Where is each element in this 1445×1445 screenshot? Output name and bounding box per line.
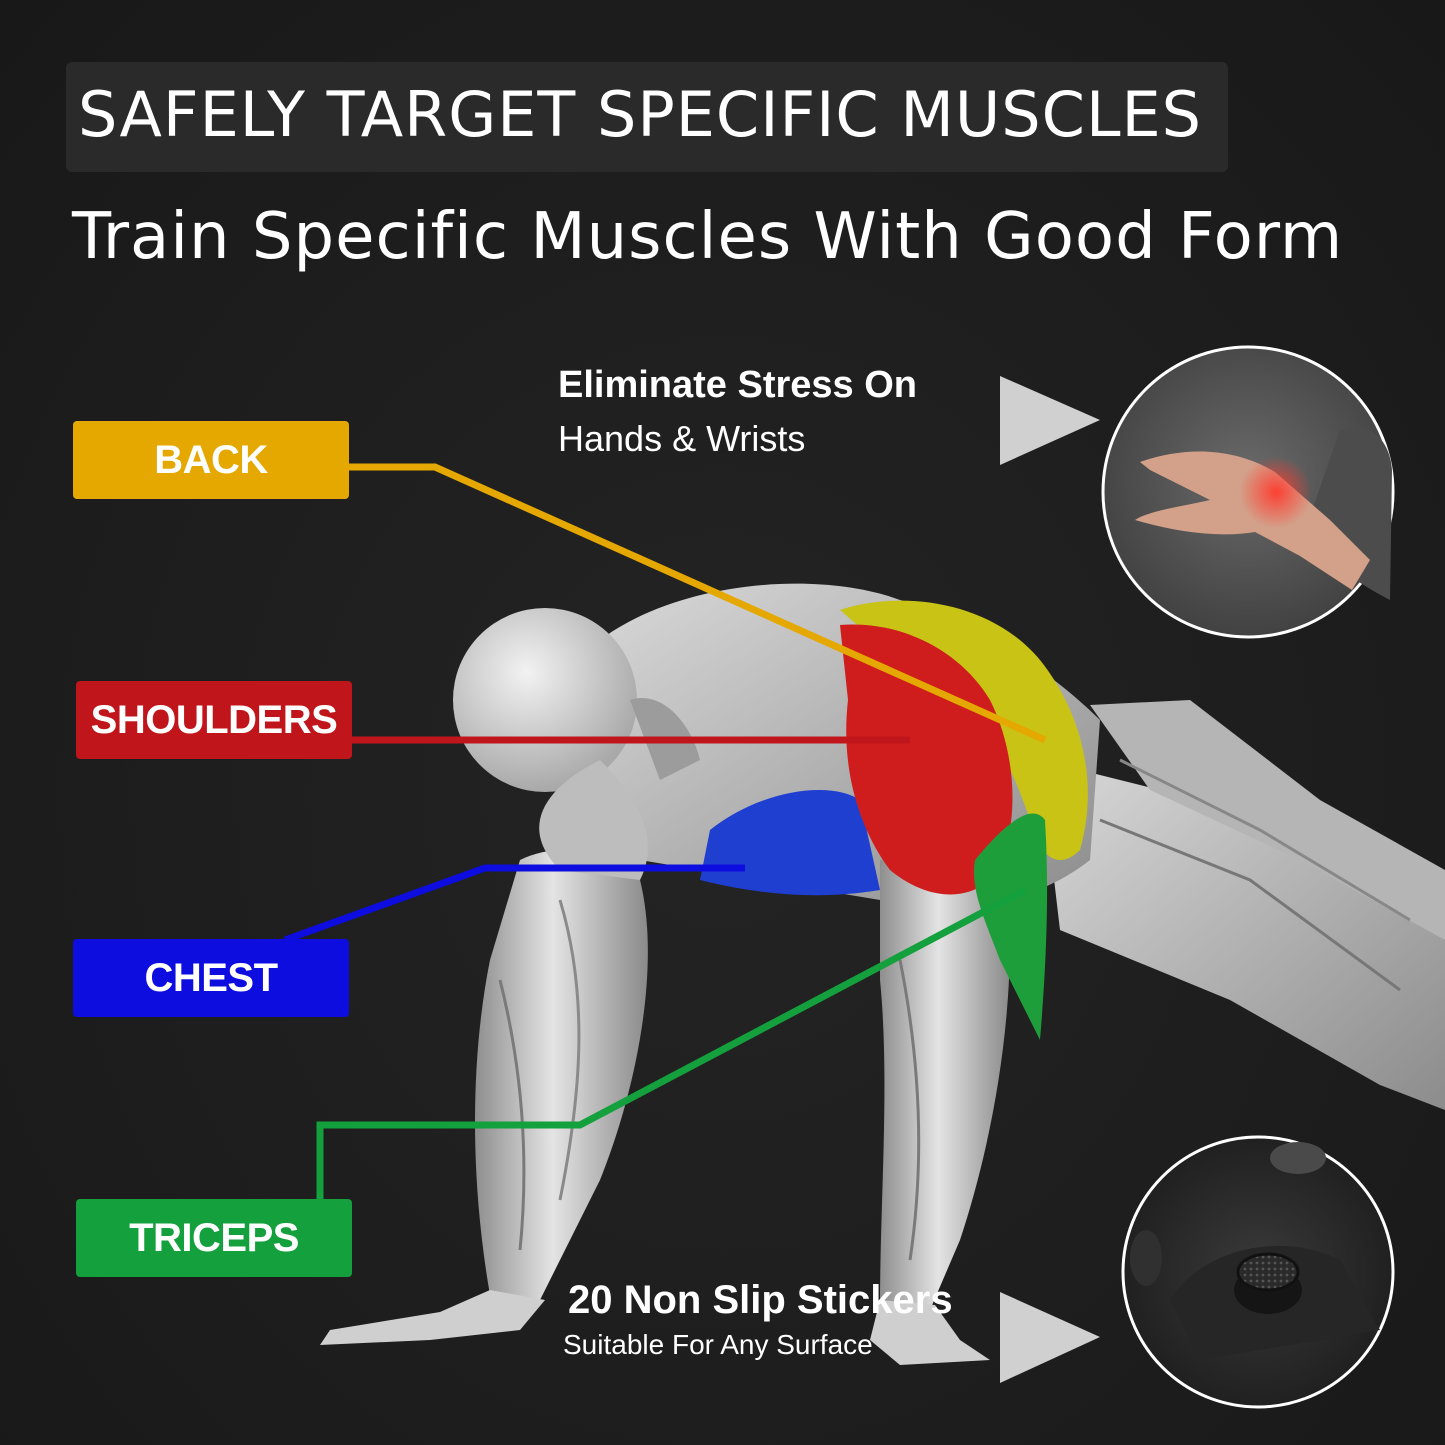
- legs: [1040, 700, 1445, 1110]
- wrist-pain-photo: [1101, 345, 1395, 639]
- back-leader-line: [348, 463, 1047, 744]
- subheadline: Train Specific Muscles With Good Form: [72, 200, 1344, 274]
- sticker-play-arrow-icon: [1000, 1292, 1100, 1383]
- chest-leader-line: [283, 864, 745, 944]
- shoulders-tag: SHOULDERS: [76, 681, 352, 759]
- chest-tag-label: CHEST: [144, 955, 278, 1000]
- chest-tag: CHEST: [73, 939, 349, 1017]
- triceps-tag-label: TRICEPS: [129, 1215, 299, 1260]
- back-muscle: [840, 600, 1088, 860]
- back-tag: BACK: [73, 421, 349, 499]
- right-arm: [870, 860, 1010, 1365]
- triceps-muscle: [974, 813, 1048, 1040]
- non-slip-sticker-photo: [1121, 1135, 1395, 1409]
- wrist-play-arrow-icon: [1000, 376, 1100, 465]
- wrists-feature-title: Eliminate Stress On: [558, 364, 918, 406]
- triceps-leader-line: [316, 886, 1027, 1200]
- triceps-tag: TRICEPS: [76, 1199, 352, 1277]
- wrists-feature-subtitle: Hands & Wrists: [558, 418, 806, 459]
- back-tag-label: BACK: [154, 437, 268, 482]
- headline: SAFELY TARGET SPECIFIC MUSCLES: [78, 78, 1203, 151]
- shoulders-tag-label: SHOULDERS: [90, 697, 338, 742]
- shoulders-muscle: [840, 624, 1013, 895]
- stickers-feature-subtitle: Suitable For Any Surface: [563, 1329, 873, 1360]
- stickers-feature-title: 20 Non Slip Stickers: [568, 1278, 953, 1322]
- headline-banner: [66, 62, 1228, 172]
- left-arm: [320, 849, 648, 1345]
